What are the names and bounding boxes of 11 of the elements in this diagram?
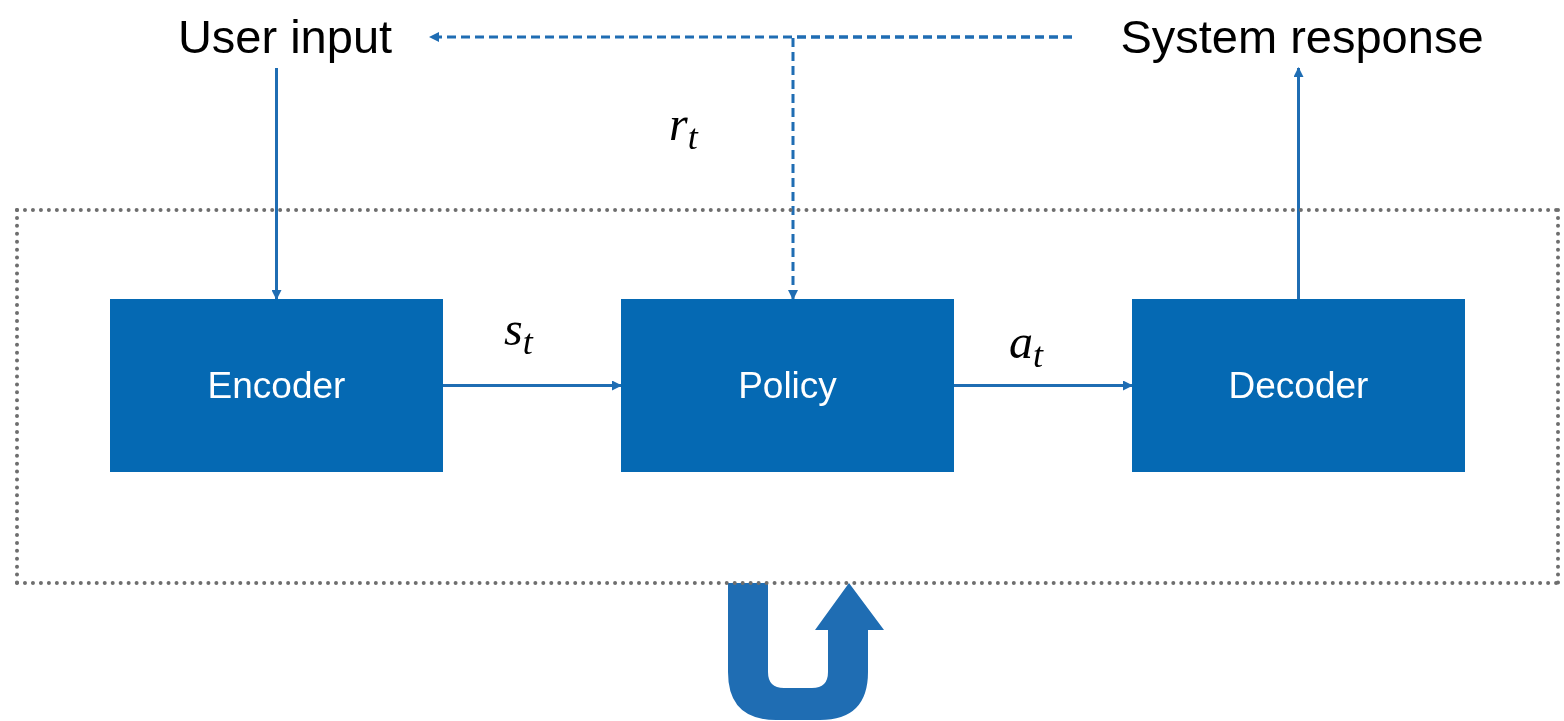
io-label: User input: [140, 6, 430, 68]
process-box: Encoder: [110, 299, 443, 472]
process-box: Policy: [621, 299, 954, 472]
arrow: [271, 68, 282, 300]
arrow: [788, 35, 1072, 300]
io-label: System response: [1072, 6, 1532, 68]
dotted-frame: [15, 208, 1560, 585]
process-box: Decoder: [1132, 299, 1465, 472]
arrow: [1293, 67, 1304, 299]
arrow: [954, 380, 1133, 391]
arrow: [443, 380, 622, 391]
